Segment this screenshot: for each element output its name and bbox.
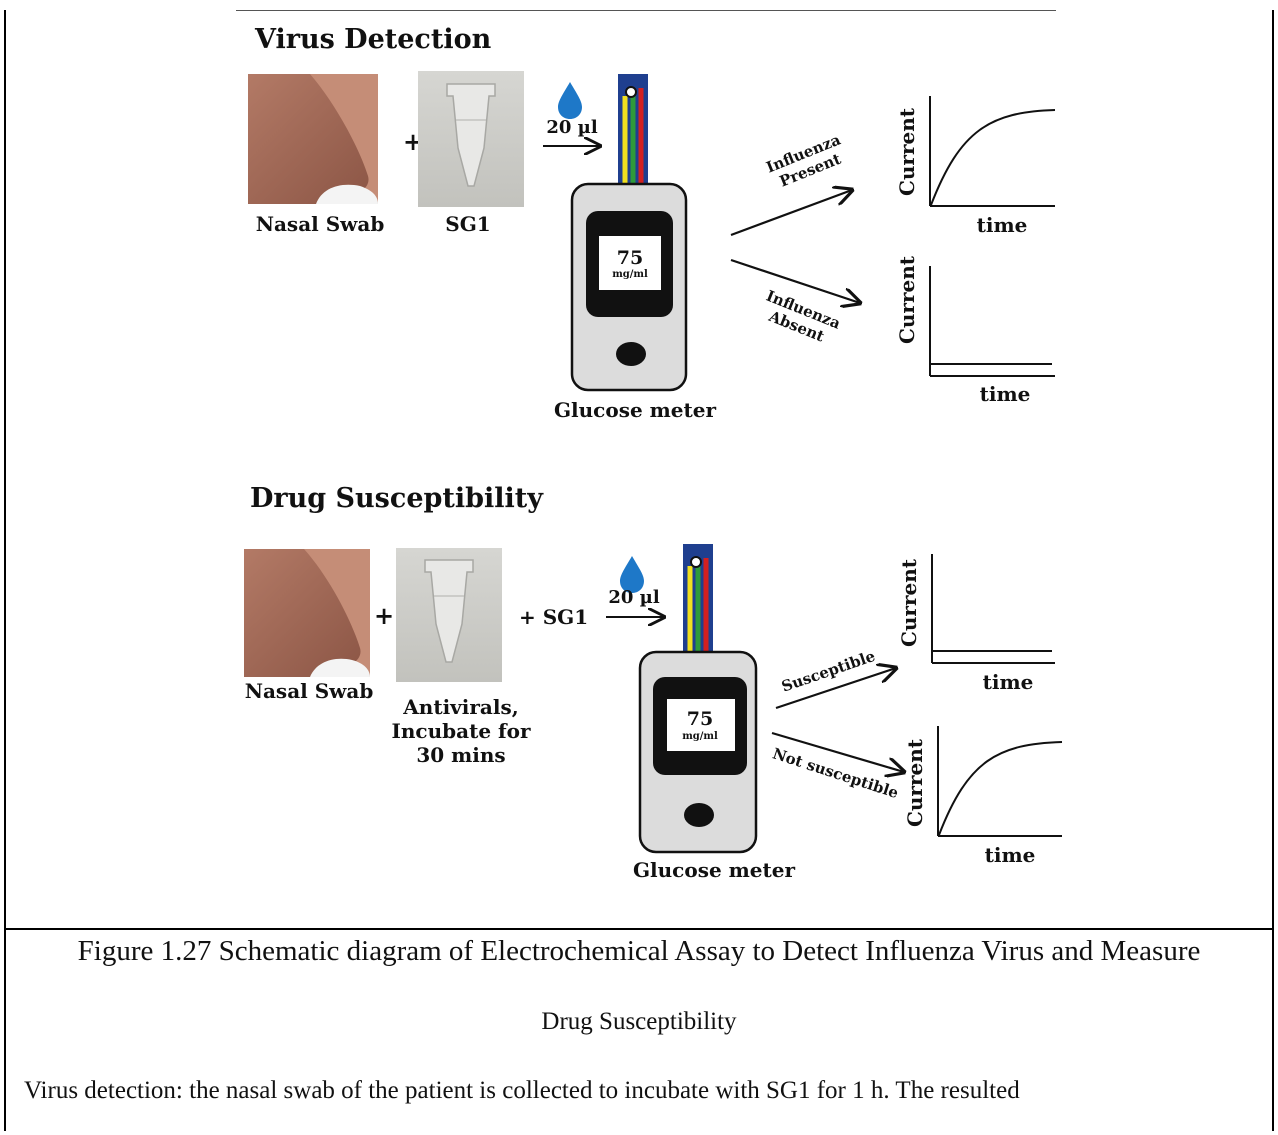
drug-susceptibility-heading: Drug Susceptibility xyxy=(250,483,544,514)
meter-button xyxy=(616,342,646,366)
caption-divider xyxy=(4,928,1274,930)
antivirals-label-line2: Incubate for xyxy=(392,719,531,743)
virus-detection-heading: Virus Detection xyxy=(254,24,492,55)
schematic-diagram: Virus Detection + Nasal Swab SG1 20 µl 7… xyxy=(244,24,1063,882)
arrow-not-susceptible xyxy=(771,731,904,772)
test-strip-2 xyxy=(683,544,713,654)
glucose-meter-label-2: Glucose meter xyxy=(633,858,796,882)
plus-sg1-label: + SG1 xyxy=(519,605,588,629)
nasal-swab-image xyxy=(248,74,378,204)
figure-caption-title: Figure 1.27 Schematic diagram of Electro… xyxy=(77,935,1201,967)
nasal-swab-image-2 xyxy=(244,549,370,677)
graph4-ylabel: Current xyxy=(903,738,927,827)
not-susceptible-label: Not susceptible xyxy=(770,744,900,802)
susceptible-label: Susceptible xyxy=(779,647,877,696)
meter-unit: mg/ml xyxy=(612,269,648,280)
volume-label-2: 20 µl xyxy=(608,587,659,608)
glucose-meter-label: Glucose meter xyxy=(554,398,717,422)
meter-reading-2: 75 xyxy=(687,708,713,730)
current-graph-present xyxy=(929,96,1056,207)
graph3-xlabel: time xyxy=(983,670,1034,694)
plus-sign-2: + xyxy=(374,601,394,630)
graph3-ylabel: Current xyxy=(897,558,921,647)
sg1-label: SG1 xyxy=(445,212,490,236)
graph2-ylabel: Current xyxy=(895,255,919,344)
figure-caption-title-line2: Drug Susceptibility xyxy=(541,1008,737,1035)
volume-label: 20 µl xyxy=(546,117,597,138)
current-graph-susceptible xyxy=(931,554,1055,664)
current-graph-absent xyxy=(929,266,1055,377)
graph1-xlabel: time xyxy=(977,213,1028,237)
rising-current-curve xyxy=(930,109,1056,206)
arrow-influenza-absent xyxy=(730,258,860,303)
glucose-meter-2 xyxy=(638,650,758,854)
antivirals-label-line1: Antivirals, xyxy=(402,695,518,719)
meter-reading: 75 xyxy=(617,247,643,269)
graph1-ylabel: Current xyxy=(895,107,919,196)
nasal-swab-label-2: Nasal Swab xyxy=(245,679,374,703)
sg1-tube-image xyxy=(418,71,524,207)
antivirals-tube-image xyxy=(396,548,502,682)
meter-unit-2: mg/ml xyxy=(682,731,718,742)
graph2-xlabel: time xyxy=(980,382,1031,406)
meter-button-2 xyxy=(684,803,714,827)
rising-current-curve-2 xyxy=(938,741,1063,836)
graph4-xlabel: time xyxy=(985,843,1036,867)
top-rule xyxy=(236,10,1056,11)
figure-caption-body: Virus detection: the nasal swab of the p… xyxy=(24,1077,1020,1104)
figure-frame xyxy=(4,10,1274,1131)
glucose-meter xyxy=(570,182,688,392)
drop-icon xyxy=(558,82,582,119)
nasal-swab-label: Nasal Swab xyxy=(256,212,385,236)
arrow-susceptible xyxy=(775,668,896,710)
antivirals-label-line3: 30 mins xyxy=(416,743,505,767)
test-strip xyxy=(618,74,648,186)
current-graph-not-susceptible xyxy=(937,726,1063,837)
drop-icon-2 xyxy=(620,556,644,593)
arrow-influenza-present xyxy=(730,190,852,237)
